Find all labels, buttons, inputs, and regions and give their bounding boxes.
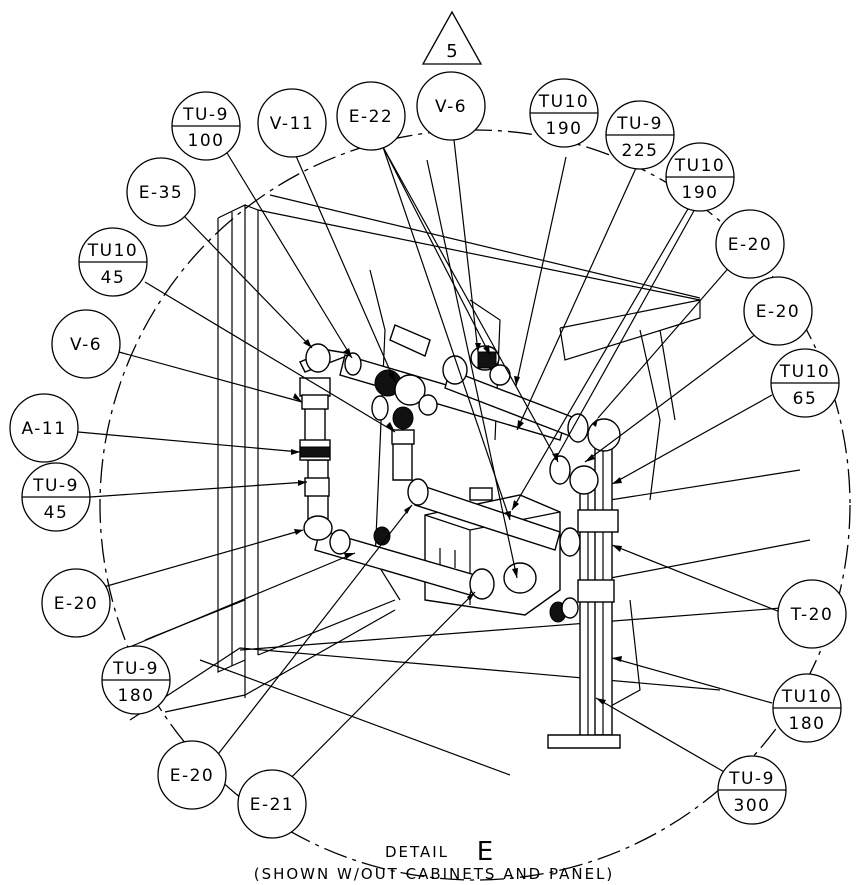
svg-text:300: 300 (734, 796, 771, 816)
callout-a11: A-11 (9, 393, 79, 463)
svg-text:T-20: T-20 (790, 605, 834, 625)
callout-t20: T-20 (777, 579, 847, 649)
svg-text:TU-9: TU-9 (32, 476, 79, 496)
svg-text:E-20: E-20 (728, 235, 773, 255)
svg-text:E-20: E-20 (170, 766, 215, 786)
svg-text:A-11: A-11 (21, 419, 66, 439)
callout-e20-right-b: E-20 (743, 276, 813, 346)
svg-text:TU-9: TU-9 (112, 659, 159, 679)
detail-letter: E (477, 837, 495, 867)
callout-e35: E-35 (126, 157, 196, 227)
svg-text:E-22: E-22 (349, 107, 394, 127)
svg-text:TU10: TU10 (779, 362, 830, 382)
svg-text:100: 100 (188, 131, 225, 151)
callout-e20-left: E-20 (41, 568, 111, 638)
callout-tu10-45: TU10 45 (78, 227, 148, 297)
callout-e20-bottom: E-20 (157, 740, 227, 810)
svg-text:TU10: TU10 (538, 92, 589, 112)
svg-text:V-6: V-6 (70, 335, 102, 355)
callout-v6-top: V-6 (416, 71, 486, 141)
svg-text:45: 45 (44, 503, 69, 523)
svg-text:E-20: E-20 (756, 302, 801, 322)
fittings (299, 343, 621, 623)
revision-triangle: 5 (421, 10, 483, 65)
svg-text:V-11: V-11 (270, 114, 314, 134)
svg-text:TU-9: TU-9 (616, 114, 663, 134)
svg-text:TU10: TU10 (87, 241, 138, 261)
svg-text:45: 45 (101, 268, 126, 288)
svg-text:65: 65 (793, 389, 818, 409)
svg-text:180: 180 (789, 714, 826, 734)
svg-text:190: 190 (546, 119, 583, 139)
detail-label: DETAIL (385, 843, 449, 861)
arrowheads (291, 339, 622, 705)
callout-tu10-180: TU10 180 (772, 673, 842, 743)
callout-e21: E-21 (237, 769, 307, 839)
svg-text:TU10: TU10 (781, 687, 832, 707)
svg-text:180: 180 (118, 686, 155, 706)
callout-v11: V-11 (257, 88, 327, 158)
svg-text:225: 225 (622, 141, 659, 161)
svg-text:TU10: TU10 (674, 156, 725, 176)
svg-text:V-6: V-6 (435, 97, 467, 117)
leader-lines (77, 139, 781, 798)
detail-note: (SHOWN W/OUT CABINETS AND PANEL) (254, 865, 615, 883)
callout-bubbles: TU-9 100 V-11 E-22 V-6 TU10 190 TU-9 225 TU… (9, 71, 847, 839)
svg-text:TU-9: TU-9 (728, 769, 775, 789)
svg-text:E-35: E-35 (139, 183, 184, 203)
callout-tu10-190b: TU10 190 (665, 142, 735, 212)
callout-tu9-300: TU-9 300 (717, 755, 787, 825)
callout-tu9-225: TU-9 225 (605, 100, 675, 170)
callout-tu10-190a: TU10 190 (529, 78, 599, 148)
callout-v6-left: V-6 (51, 309, 121, 379)
svg-text:E-20: E-20 (54, 594, 99, 614)
callout-tu9-45: TU-9 45 (21, 462, 91, 532)
callout-tu9-180: TU-9 180 (101, 645, 171, 715)
callout-e20-right-a: E-20 (715, 209, 785, 279)
callout-e22: E-22 (336, 81, 406, 151)
callout-tu10-65: TU10 65 (770, 348, 840, 418)
svg-text:E-21: E-21 (250, 795, 295, 815)
cabinet-frame (129, 194, 821, 776)
callout-tu9-100: TU-9 100 (171, 91, 241, 161)
svg-text:TU-9: TU-9 (182, 105, 229, 125)
detail-caption: DETAIL E (SHOWN W/OUT CABINETS AND PANEL… (254, 837, 615, 883)
svg-text:190: 190 (682, 183, 719, 203)
revision-number: 5 (446, 41, 457, 62)
